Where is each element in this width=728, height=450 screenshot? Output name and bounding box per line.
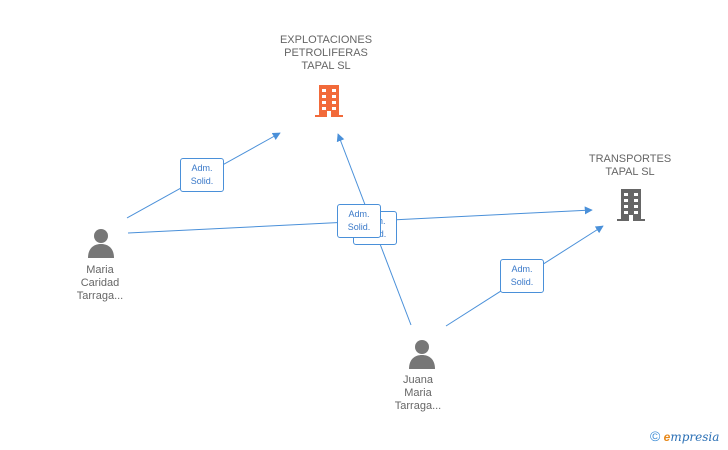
badge-line: Solid. <box>347 222 371 232</box>
company-name-line: TAPAL SL <box>605 166 655 178</box>
person-label-juana[interactable]: Juana Maria Tarraga... <box>368 374 468 413</box>
badge-line: Adm. <box>511 264 533 274</box>
company-name-line: EXPLOTACIONES <box>279 34 373 46</box>
brand-footer[interactable]: © empresia <box>650 428 719 444</box>
brand-initial: e <box>663 430 671 444</box>
person-name-line: Tarraga... <box>394 400 442 412</box>
person-label-maria[interactable]: Maria Caridad Tarraga... <box>50 264 150 303</box>
company-name-line: TAPAL SL <box>301 60 351 72</box>
copyright-symbol: © <box>650 428 661 444</box>
relation-badge-juana-explotaciones[interactable]: Adm. Solid. <box>337 204 381 238</box>
relation-badge-juana-transportes[interactable]: Adm. Solid. <box>500 259 544 293</box>
badge-line: Solid. <box>190 176 214 186</box>
person-name-line: Juana <box>403 374 433 386</box>
company-label-explotaciones[interactable]: EXPLOTACIONES PETROLIFERAS TAPAL SL <box>256 34 396 73</box>
person-name-line: Tarraga... <box>76 290 124 302</box>
badge-line: Solid. <box>510 277 534 287</box>
badge-line: Adm. <box>348 209 370 219</box>
badge-line: Adm. <box>191 163 213 173</box>
person-name-line: Maria <box>404 387 432 399</box>
building-icon[interactable] <box>615 187 647 223</box>
person-name-line: Maria <box>86 264 114 276</box>
person-name-line: Caridad <box>80 277 120 289</box>
brand-name: mpresia <box>670 430 720 444</box>
company-name-line: TRANSPORTES <box>588 153 672 165</box>
person-icon[interactable] <box>407 339 437 369</box>
company-label-transportes[interactable]: TRANSPORTES TAPAL SL <box>570 153 690 179</box>
relation-badge-maria-explotaciones[interactable]: Adm. Solid. <box>180 158 224 192</box>
company-name-line: PETROLIFERAS <box>284 47 368 59</box>
person-icon[interactable] <box>86 228 116 258</box>
building-icon[interactable] <box>313 83 345 119</box>
